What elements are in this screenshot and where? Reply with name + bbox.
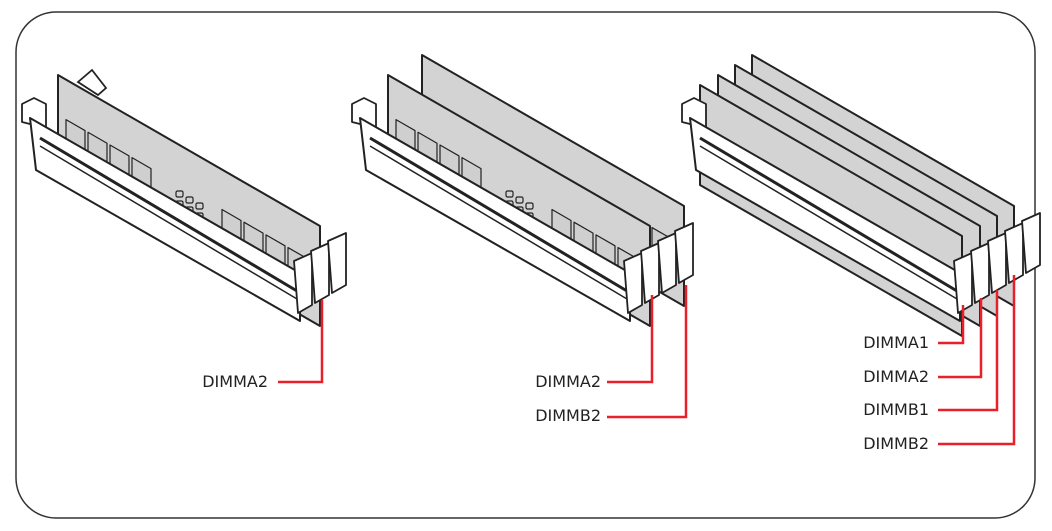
slot-latch-right [327, 232, 347, 294]
config-one-module [21, 68, 347, 327]
smd-component [515, 196, 524, 204]
slot-latch-right [640, 242, 660, 304]
config-two-modules [351, 54, 694, 327]
leader-line [607, 285, 688, 419]
slot-latch-left [351, 97, 377, 129]
label-dimmb2-config3: DIMMB2 [863, 434, 929, 453]
slot-latch-right [657, 232, 677, 294]
label-dimma2-config3: DIMMA2 [863, 367, 929, 386]
slot-groove [39, 136, 298, 293]
config-four-modules [681, 54, 1041, 337]
leader-line [938, 290, 999, 412]
slot-latch-right [987, 232, 1007, 294]
label-dimma1-config3: DIMMA1 [863, 333, 929, 352]
label-dimma2-config2: DIMMA2 [535, 372, 601, 391]
slot-groove [369, 145, 628, 300]
slot-latch-right [623, 252, 643, 314]
slot-latch-right [1004, 222, 1024, 284]
slot-latch-right [674, 222, 694, 284]
label-dimmb1-config3: DIMMB1 [863, 400, 929, 419]
leader-line [938, 298, 983, 379]
leader-line [278, 300, 324, 384]
smd-component [195, 202, 204, 210]
slot-body [29, 117, 301, 322]
slot-groove [369, 136, 628, 293]
slot-latch-right [293, 252, 313, 314]
slot-latch-right [953, 252, 973, 314]
slot-groove [699, 136, 958, 293]
slot-groove [699, 145, 958, 300]
slot-latch-left [21, 97, 47, 129]
slot-latch-right [970, 242, 990, 304]
slot-latch-left [681, 97, 707, 129]
leader-line [938, 305, 965, 345]
slot-latch-right [1021, 212, 1041, 274]
smd-component [185, 196, 194, 204]
label-dimma2-config1: DIMMA2 [202, 372, 268, 391]
rear-latch [76, 68, 108, 97]
leader-line [607, 295, 654, 384]
smd-component [175, 190, 184, 198]
slot-groove [39, 145, 298, 300]
slot-body [359, 117, 631, 322]
leader-lines [278, 275, 1016, 446]
smd-component [505, 190, 514, 198]
slot-latch-right [310, 242, 330, 304]
smd-component [525, 202, 534, 210]
label-dimmb2-config2: DIMMB2 [535, 406, 601, 425]
slot-body [689, 117, 961, 322]
leader-line [938, 275, 1016, 446]
